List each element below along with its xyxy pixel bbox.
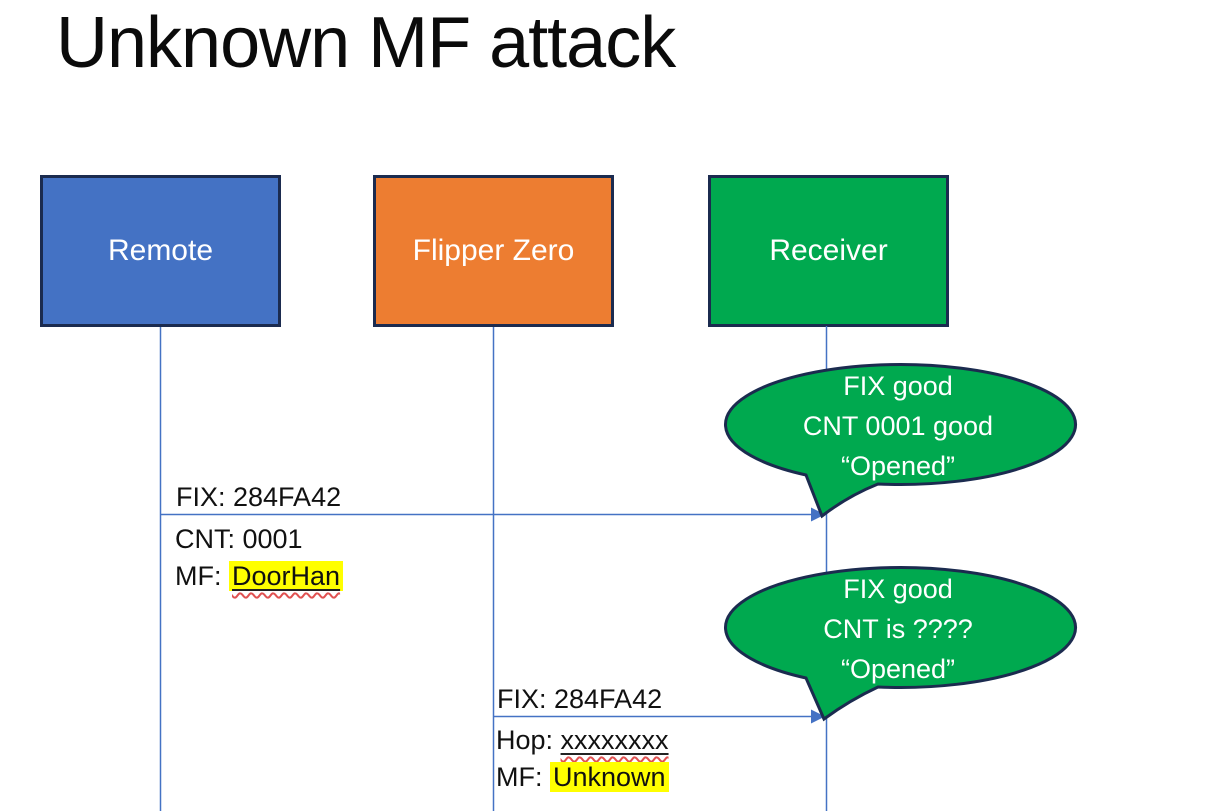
actor-box-remote: Remote bbox=[40, 175, 281, 327]
bubble-2-line-3: “Opened” bbox=[840, 654, 956, 684]
bubble-1-line-2: CNT 0001 good bbox=[802, 411, 994, 441]
message-1-mf-prefix: MF: bbox=[175, 561, 229, 591]
message-2-hop-prefix: Hop: bbox=[496, 725, 561, 755]
actor-label-receiver: Receiver bbox=[769, 234, 888, 267]
message-arrow-1-head-icon bbox=[811, 507, 825, 522]
actor-label-flipper-zero: Flipper Zero bbox=[412, 234, 575, 267]
message-1-mf-line: MF: DoorHan bbox=[175, 558, 344, 595]
bubble-2-line-1: FIX good bbox=[843, 574, 953, 604]
message-arrow-flipper-to-receiver bbox=[493, 709, 825, 724]
message-2-hop-value: xxxxxxxx bbox=[560, 725, 669, 755]
speech-bubble-2-text: FIX good CNT is ???? “Opened” bbox=[723, 569, 1073, 689]
message-2-label-above: FIX: 284FA42 bbox=[497, 684, 663, 714]
message-2-mf-prefix: MF: bbox=[496, 762, 550, 792]
actor-box-flipper-zero: Flipper Zero bbox=[373, 175, 614, 327]
bubble-1-line-3: “Opened” bbox=[840, 451, 956, 481]
message-1-mf-misspelled-wrap: DoorHan bbox=[229, 561, 344, 591]
message-1-mf-value-highlighted: DoorHan bbox=[229, 561, 344, 591]
message-1-label-above: FIX: 284FA42 bbox=[176, 482, 342, 512]
actor-label-remote: Remote bbox=[107, 234, 214, 267]
message-2-mf-line: MF: Unknown bbox=[496, 759, 669, 796]
message-2-labels-below: Hop: xxxxxxxx MF: Unknown bbox=[496, 722, 669, 796]
speech-bubble-1-text: FIX good CNT 0001 good “Opened” bbox=[723, 366, 1073, 486]
message-arrow-2-head-icon bbox=[811, 709, 825, 724]
bubble-1-line-1: FIX good bbox=[843, 371, 953, 401]
speech-bubble-1 bbox=[723, 362, 1077, 519]
message-1-labels-below: CNT: 0001 MF: DoorHan bbox=[175, 521, 344, 595]
actor-box-receiver: Receiver bbox=[708, 175, 949, 327]
message-1-cnt-line: CNT: 0001 bbox=[175, 524, 303, 554]
message-2-hop-line: Hop: xxxxxxxx bbox=[496, 722, 669, 759]
speech-bubble-2 bbox=[723, 565, 1077, 722]
bubble-2-line-2: CNT is ???? bbox=[823, 614, 973, 644]
slide-title: Unknown MF attack bbox=[56, 3, 676, 83]
message-arrow-remote-to-receiver bbox=[160, 507, 825, 522]
message-2-mf-value-highlighted: Unknown bbox=[550, 762, 669, 792]
message-2-hop-misspelled-wrap: xxxxxxxx bbox=[561, 725, 669, 755]
